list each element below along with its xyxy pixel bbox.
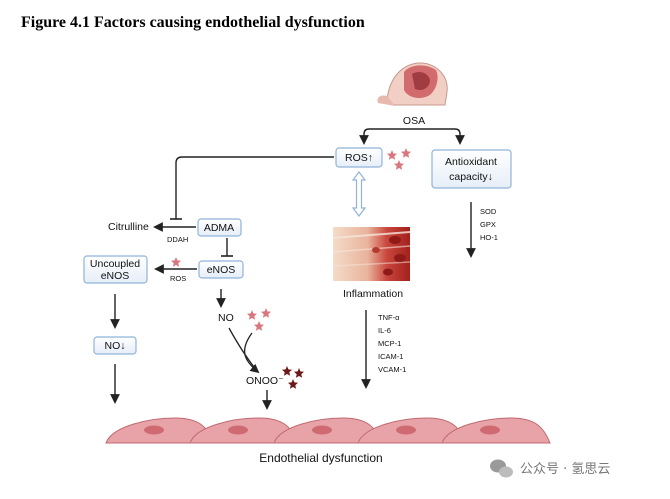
antioxidant-label-line2: capacity↓: [449, 171, 493, 183]
antioxidant-item: GPX: [480, 220, 496, 229]
inflamed-vessel-image: [332, 227, 411, 281]
ros-stars-icon: [387, 148, 411, 170]
ddah-label: DDAH: [167, 235, 188, 244]
no-label: NO: [218, 312, 234, 324]
marker-item: VCAM-1: [378, 365, 406, 374]
osa-branch-arrow: [359, 128, 465, 145]
adma-box: [197, 218, 242, 237]
ros-label: ROS↑: [345, 152, 373, 164]
marker-item: TNF-α: [378, 313, 400, 322]
no-to-onoo-curve: [228, 327, 259, 373]
marker-item: IL-6: [378, 326, 391, 335]
inflammation-label: Inflammation: [343, 288, 403, 300]
wechat-watermark: 公众号 · 氢思云: [490, 459, 610, 478]
endothelial-dysfunction-label: Endothelial dysfunction: [259, 451, 382, 465]
endothelial-cell-layer: [105, 417, 551, 444]
uncoupled-enos-box: [83, 255, 148, 284]
peroxynitrite-stars-icon: [282, 366, 304, 389]
ros-to-onoo-curve: [243, 332, 260, 374]
ros-stars-no-icon: [247, 308, 271, 331]
wechat-icon: [490, 459, 513, 478]
antioxidant-item: SOD: [480, 207, 497, 216]
citrulline-label: Citrulline: [108, 221, 149, 233]
antioxidant-box: [431, 149, 512, 189]
ros-small-label: ROS: [170, 274, 186, 283]
enos-label: eNOS: [207, 264, 236, 276]
ros-inhibits-ddah-line: [175, 156, 334, 219]
antioxidant-list: SOD GPX HO-1: [480, 207, 498, 242]
onoo-label: ONOO⁻: [246, 375, 284, 387]
no-down-label: NO↓: [105, 340, 126, 352]
inflammatory-marker-list: TNF-α IL-6 MCP-1 ICAM-1 VCAM-1: [378, 313, 406, 374]
marker-item: ICAM-1: [378, 352, 403, 361]
watermark-text: 公众号 · 氢思云: [520, 462, 610, 477]
antioxidant-label-line1: Antioxidant: [445, 156, 497, 168]
ros-box: [335, 147, 383, 168]
osa-label: OSA: [403, 115, 425, 127]
sleeping-head-icon: [377, 62, 448, 106]
no-down-box: [93, 336, 137, 355]
uncoupled-label-line1: Uncoupled: [90, 258, 140, 270]
ros-inflammation-double-arrow: [351, 171, 367, 217]
antioxidant-item: HO-1: [480, 233, 498, 242]
adma-label: ADMA: [204, 222, 234, 234]
uncoupled-label-line2: eNOS: [101, 270, 130, 282]
ros-star-small-icon: [171, 257, 181, 267]
figure-title: Figure 4.1 Factors causing endothelial d…: [21, 14, 365, 31]
enos-box: [198, 260, 244, 279]
marker-item: MCP-1: [378, 339, 401, 348]
